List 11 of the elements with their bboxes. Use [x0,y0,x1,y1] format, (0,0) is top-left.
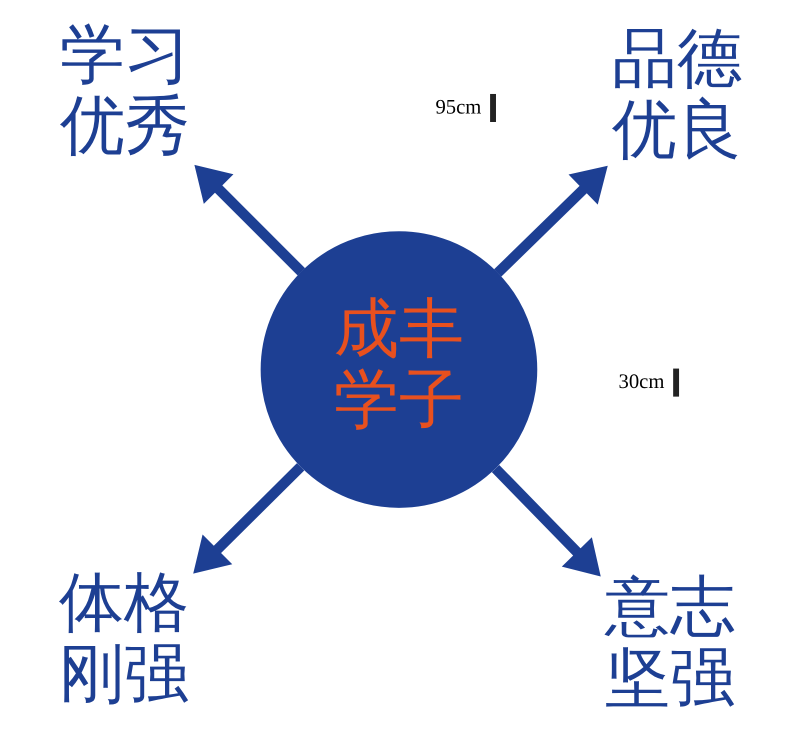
node-text: 学习优秀 [59,18,190,164]
arrow [194,164,304,276]
node-text: 意志坚强 [604,570,734,716]
node-circle: 成丰学子 [260,231,537,508]
label: 30cm [618,371,664,394]
arrow [494,166,608,277]
label: 95cm [434,96,481,118]
arrow [192,463,304,574]
node-text: 体格刚强 [58,566,188,712]
arrow [491,464,600,576]
node-text: 品德优良 [612,22,742,168]
